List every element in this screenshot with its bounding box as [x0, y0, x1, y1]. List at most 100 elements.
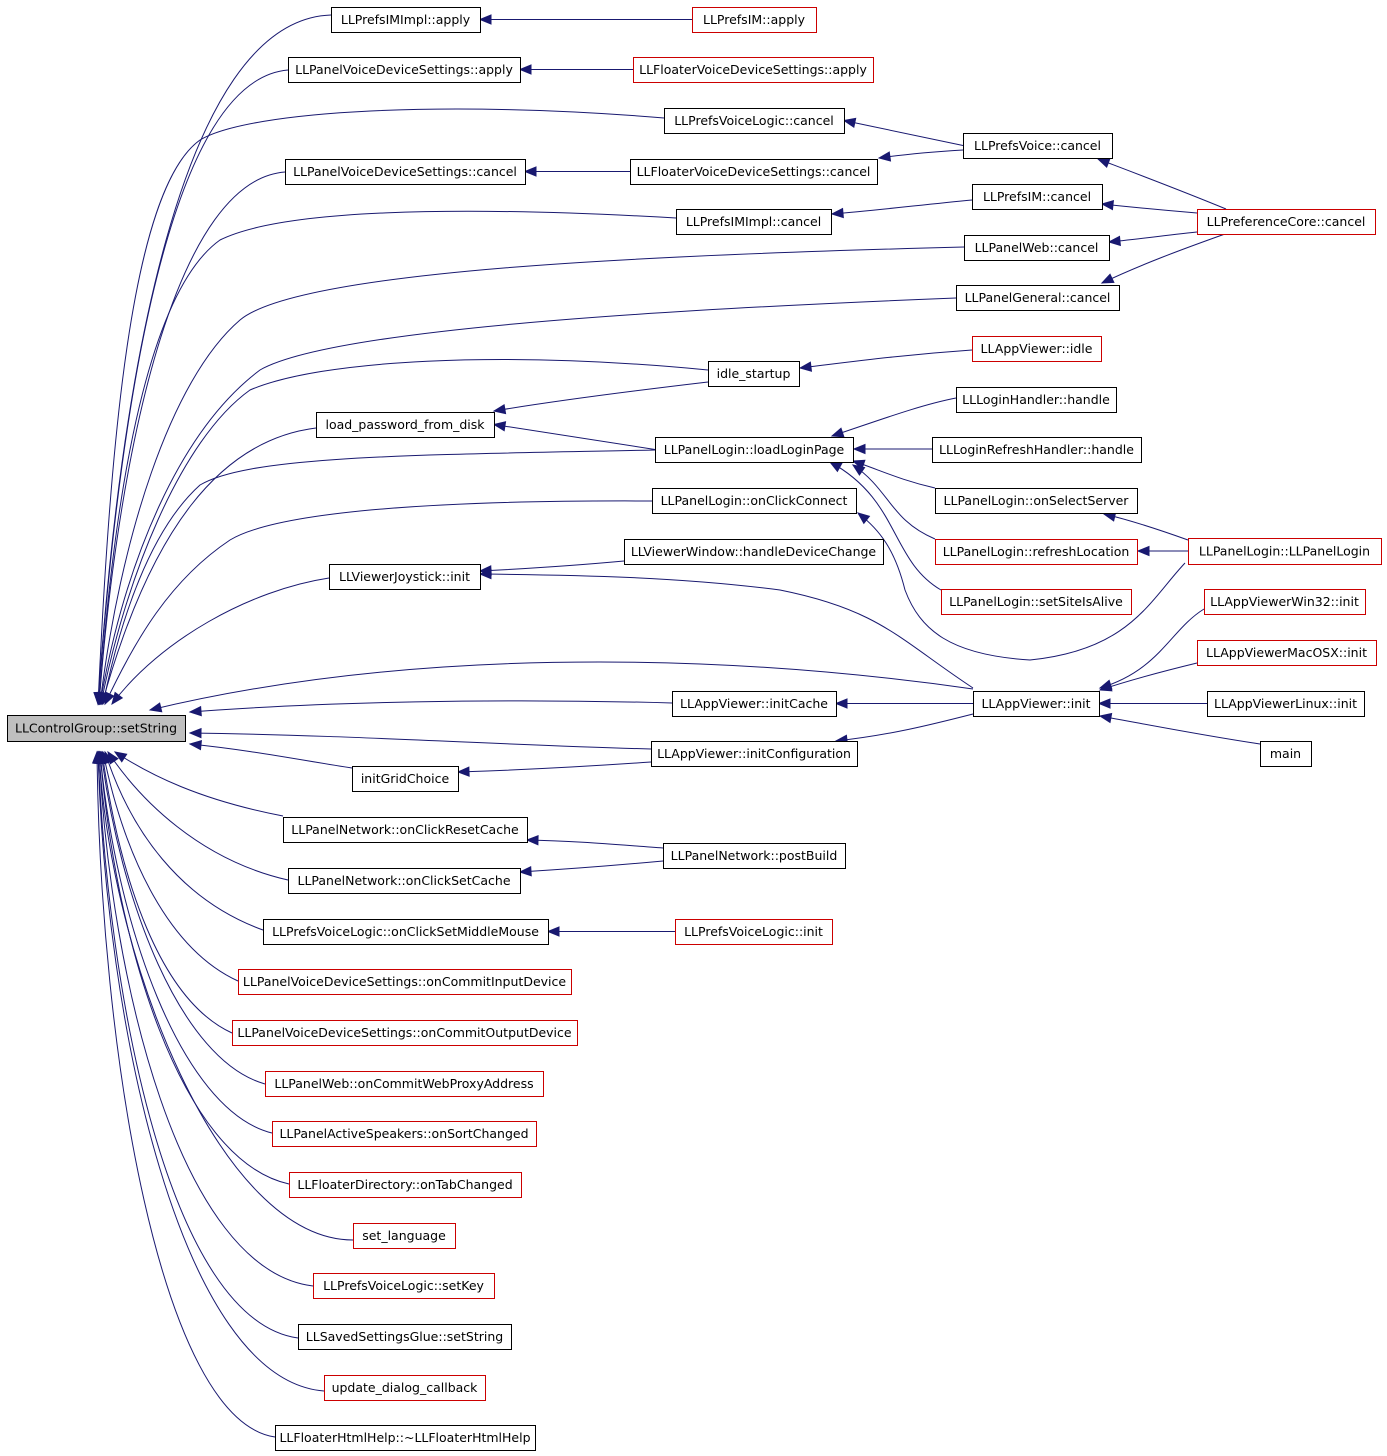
- arrowhead-main-to-app_init: [1098, 712, 1113, 724]
- node-middlemouse[interactable]: LLPrefsVoiceLogic::onClickSetMiddleMouse: [263, 919, 549, 945]
- node-initconfig[interactable]: LLAppViewer::initConfiguration: [651, 741, 858, 767]
- node-box: [232, 1020, 578, 1046]
- edge-idle_startup-to-load_pw: [493, 381, 709, 412]
- node-prefsimimpl-apply[interactable]: LLPrefsIMImpl::apply: [331, 7, 481, 33]
- node-load-pw[interactable]: load_password_from_disk: [316, 412, 495, 438]
- node-box: [692, 7, 817, 33]
- node-pvl-init[interactable]: LLPrefsVoiceLogic::init: [675, 919, 833, 945]
- node-onclickconnect[interactable]: LLPanelLogin::onClickConnect: [652, 488, 857, 514]
- node-loginrefresh[interactable]: LLLoginRefreshHandler::handle: [932, 437, 1142, 463]
- node-box: [238, 969, 572, 995]
- edge-commitinput-to-root: [102, 751, 239, 982]
- node-fvds-cancel[interactable]: LLFloaterVoiceDeviceSettings::cancel: [630, 159, 878, 185]
- node-label: LLPanelNetwork::onClickResetCache: [291, 822, 519, 837]
- edge-loginhandler-to-loadloginpage: [831, 397, 957, 437]
- node-onselectserver[interactable]: LLPanelLogin::onSelectServer: [935, 488, 1138, 514]
- node-box: [272, 1121, 537, 1147]
- node-box: [672, 691, 837, 717]
- node-dialogcb[interactable]: update_dialog_callback: [324, 1375, 486, 1401]
- node-refreshloc[interactable]: LLPanelLogin::refreshLocation: [935, 539, 1138, 565]
- arrowhead-panellogin_ctor-to-refreshloc: [1136, 545, 1150, 557]
- node-initgrid[interactable]: initGridChoice: [352, 766, 459, 792]
- node-label: LLLoginHandler::handle: [962, 392, 1110, 407]
- edge-prefcore_cancel-to-pv_cancel: [1097, 158, 1227, 210]
- node-box: [652, 488, 857, 514]
- edge-pim_cancel-to-pimimpl_cancel: [831, 199, 973, 215]
- node-label: LLPanelVoiceDeviceSettings::cancel: [293, 164, 517, 179]
- node-box: [655, 437, 854, 463]
- node-glue[interactable]: LLSavedSettingsGlue::setString: [298, 1324, 512, 1350]
- edge-prefcore_cancel-to-pim_cancel: [1101, 203, 1198, 214]
- node-loginhandler[interactable]: LLLoginHandler::handle: [956, 387, 1117, 413]
- node-commitoutput[interactable]: LLPanelVoiceDeviceSettings::onCommitOutp…: [232, 1020, 578, 1046]
- node-box: [1197, 640, 1377, 666]
- node-webproxy[interactable]: LLPanelWeb::onCommitWebProxyAddress: [265, 1071, 544, 1097]
- edge-commitoutput-to-root: [101, 751, 233, 1034]
- node-joystick-init[interactable]: LLViewerJoystick::init: [329, 564, 481, 590]
- node-label: LLFloaterDirectory::onTabChanged: [297, 1177, 512, 1192]
- node-sitealive[interactable]: LLPanelLogin::setSiteIsAlive: [941, 589, 1132, 615]
- edge-pvds_apply-to-root: [97, 69, 289, 705]
- node-initcache[interactable]: LLAppViewer::initCache: [672, 691, 837, 717]
- node-fvds-apply[interactable]: LLFloaterVoiceDeviceSettings::apply: [633, 57, 874, 83]
- node-idle-startup[interactable]: idle_startup: [708, 361, 800, 387]
- edge-htmlhelp-to-root: [96, 751, 276, 1438]
- node-box: [1204, 589, 1366, 615]
- node-app-init[interactable]: LLAppViewer::init: [973, 691, 1100, 717]
- node-root[interactable]: LLControlGroup::setString: [7, 715, 186, 742]
- arrowhead-prefcore_cancel-to-pim_cancel: [1100, 199, 1114, 211]
- arrowhead-htmlhelp-to-root: [91, 750, 103, 764]
- node-pvl-cancel[interactable]: LLPrefsVoiceLogic::cancel: [664, 108, 845, 134]
- node-box: [288, 57, 521, 83]
- node-label: LLAppViewerLinux::init: [1214, 696, 1357, 711]
- node-label: LLPanelVoiceDeviceSettings::onCommitOutp…: [237, 1025, 572, 1040]
- arrowhead-postbuild-to-resetcache: [525, 834, 539, 846]
- arrowhead-pv_cancel-to-fvds_cancel: [877, 151, 892, 162]
- node-setcache[interactable]: LLPanelNetwork::onClickSetCache: [288, 868, 521, 894]
- edge-postbuild-to-setcache: [519, 860, 664, 873]
- node-loadloginpage[interactable]: LLPanelLogin::loadLoginPage: [655, 437, 854, 463]
- node-pgen-cancel[interactable]: LLPanelGeneral::cancel: [956, 285, 1120, 311]
- node-commitinput[interactable]: LLPanelVoiceDeviceSettings::onCommitInpu…: [238, 969, 572, 995]
- arrowhead-pv_cancel-to-pvl_cancel: [842, 117, 857, 128]
- node-setlang[interactable]: set_language: [353, 1223, 456, 1249]
- node-postbuild[interactable]: LLPanelNetwork::postBuild: [663, 843, 846, 869]
- node-pweb-cancel[interactable]: LLPanelWeb::cancel: [964, 235, 1110, 261]
- node-label: update_dialog_callback: [332, 1380, 479, 1395]
- node-label: set_language: [362, 1228, 446, 1243]
- node-label: LLPrefsVoiceLogic::cancel: [674, 113, 834, 128]
- node-label: LLFloaterHtmlHelp::~LLFloaterHtmlHelp: [279, 1430, 530, 1445]
- edge-initcache-to-root: [189, 700, 673, 713]
- node-pv-cancel[interactable]: LLPrefsVoice::cancel: [963, 133, 1113, 159]
- edge-postbuild-to-resetcache: [526, 839, 664, 849]
- node-pimimpl-cancel[interactable]: LLPrefsIMImpl::cancel: [676, 209, 832, 235]
- node-setkey[interactable]: LLPrefsVoiceLogic::setKey: [313, 1273, 495, 1299]
- node-box: [288, 868, 521, 894]
- node-pvds-apply[interactable]: LLPanelVoiceDeviceSettings::apply: [288, 57, 521, 83]
- node-prefsim-apply[interactable]: LLPrefsIM::apply: [692, 7, 817, 33]
- edge-prefcore_cancel-to-pgen_cancel: [1101, 233, 1226, 284]
- node-resetcache[interactable]: LLPanelNetwork::onClickResetCache: [283, 817, 528, 843]
- node-app-idle[interactable]: LLAppViewer::idle: [972, 336, 1102, 362]
- node-pim-cancel[interactable]: LLPrefsIM::cancel: [972, 184, 1103, 210]
- node-mac-init[interactable]: LLAppViewerMacOSX::init: [1197, 640, 1377, 666]
- node-htmlhelp[interactable]: LLFloaterHtmlHelp::~LLFloaterHtmlHelp: [275, 1425, 536, 1451]
- edge-handledevice-to-joystick_init: [479, 560, 625, 572]
- node-box: [263, 919, 549, 945]
- node-panellogin-ctor[interactable]: LLPanelLogin::LLPanelLogin: [1188, 538, 1382, 565]
- node-linux-init[interactable]: LLAppViewerLinux::init: [1207, 691, 1365, 717]
- node-pvds-cancel[interactable]: LLPanelVoiceDeviceSettings::cancel: [285, 159, 526, 185]
- edge-pgen_cancel-to-root: [99, 297, 957, 705]
- arrowhead-prefcore_cancel-to-pgen_cancel: [1100, 273, 1115, 284]
- node-label: LLLoginRefreshHandler::handle: [939, 442, 1134, 457]
- arrowhead-initgrid-to-root: [188, 739, 202, 751]
- node-prefcore-cancel[interactable]: LLPreferenceCore::cancel: [1197, 209, 1376, 235]
- node-box: [973, 691, 1100, 717]
- node-activespeakers[interactable]: LLPanelActiveSpeakers::onSortChanged: [272, 1121, 537, 1147]
- edge-initconfig-to-root: [189, 732, 652, 750]
- node-main[interactable]: main: [1260, 741, 1312, 767]
- node-handledevice[interactable]: LLViewerWindow::handleDeviceChange: [624, 539, 884, 565]
- node-win32-init[interactable]: LLAppViewerWin32::init: [1204, 589, 1366, 615]
- node-label: main: [1270, 746, 1301, 761]
- node-dirtab[interactable]: LLFloaterDirectory::onTabChanged: [289, 1172, 522, 1198]
